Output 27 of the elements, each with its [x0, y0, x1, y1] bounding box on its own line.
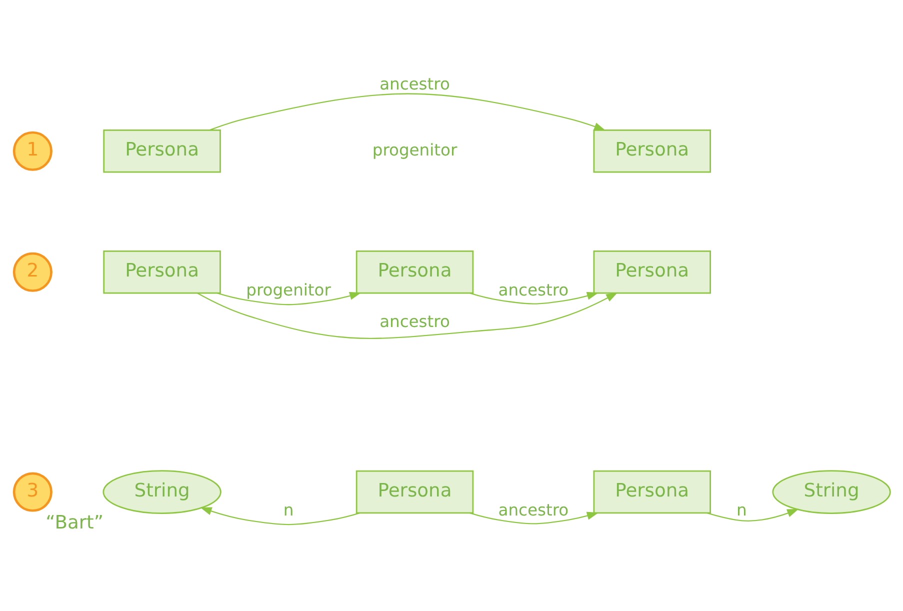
arrow	[706, 508, 798, 522]
node-circle: 1	[12, 131, 52, 171]
node-ellipse: String	[772, 470, 890, 514]
arrow	[216, 292, 361, 306]
node-box: Persona	[592, 250, 710, 294]
arrow	[209, 93, 606, 131]
arrow	[469, 512, 598, 524]
node-box: Persona	[592, 129, 710, 173]
node-box: Persona	[102, 129, 220, 173]
edge-label: n	[736, 500, 746, 520]
arrow	[469, 292, 598, 304]
edge-label: ancestro	[379, 74, 450, 94]
node-circle: 3	[12, 472, 52, 512]
arrow	[196, 292, 618, 339]
node-label: “Bart”	[45, 512, 103, 534]
edge-label: ancestro	[498, 500, 568, 520]
node-circle: 2	[12, 252, 52, 292]
edge-label: ancestro	[498, 280, 568, 300]
arrow	[200, 507, 360, 526]
edge-label: ancestro	[379, 312, 450, 332]
edge-label: progenitor	[246, 280, 330, 300]
node-box: Persona	[355, 250, 474, 294]
node-box: Persona	[102, 250, 220, 294]
label: progenitor	[372, 140, 457, 160]
node-box: Persona	[592, 470, 710, 514]
edge-label: n	[282, 500, 294, 520]
node-box: Persona	[355, 470, 474, 514]
